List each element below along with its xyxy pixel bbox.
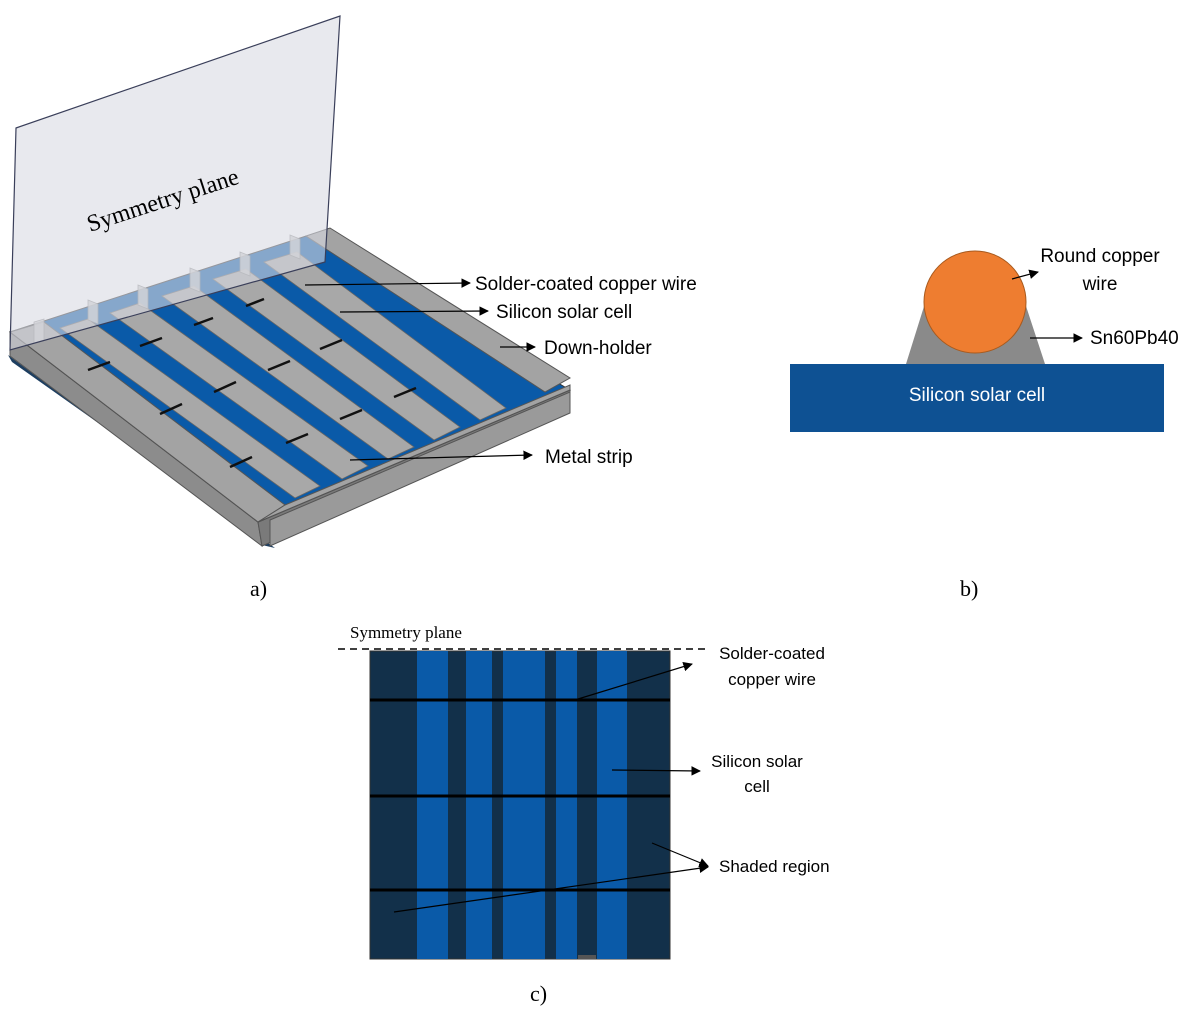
panel-b-cross-section: Silicon solar cell Round copper wire Sn6… xyxy=(790,246,1179,601)
cell-column xyxy=(417,651,448,959)
wire-lines xyxy=(370,698,670,892)
c-wire-label-line2: copper wire xyxy=(728,670,816,689)
substrate-silicon-cell xyxy=(790,364,1164,432)
copper-label-line2: wire xyxy=(1082,274,1118,295)
metal-strip-lines xyxy=(87,297,417,469)
cell-column xyxy=(597,651,627,959)
c-wire-label-line1: Solder-coated xyxy=(719,644,825,663)
strip-label: Metal strip xyxy=(545,447,633,468)
panel-c-symmetry-label: Symmetry plane xyxy=(350,623,462,642)
c-shaded-label: Shaded region xyxy=(719,857,830,876)
cell-label: Silicon solar cell xyxy=(496,302,632,323)
holder-label: Down-holder xyxy=(544,338,652,359)
strip-arrow xyxy=(349,450,533,461)
solder-label: Sn60Pb40 xyxy=(1090,328,1179,349)
bottom-tab xyxy=(578,955,596,959)
cell-columns xyxy=(417,651,627,959)
panel-b-cell-label: Silicon solar cell xyxy=(909,385,1045,406)
down-holder-bar xyxy=(269,391,571,547)
panel-b-caption: b) xyxy=(960,576,978,601)
wire-arrow xyxy=(304,278,471,288)
cell-column xyxy=(466,651,492,959)
frame-rail-front xyxy=(257,384,571,523)
c-cell-arrow xyxy=(611,766,701,776)
panel-c-top-view: Symmetry plane Solder-coated copper wire… xyxy=(338,623,830,1006)
panel-a-isometric-model: Symmetry plane Solder-coated copper wire… xyxy=(8,15,697,601)
copper-wire-circle xyxy=(923,250,1027,354)
symmetry-plane xyxy=(9,15,341,351)
c-shaded-arrow-2 xyxy=(393,863,709,913)
c-cell-label-line1: Silicon solar xyxy=(711,752,803,771)
copper-label-line1: Round copper xyxy=(1040,246,1160,267)
cell-column xyxy=(503,651,545,959)
panel-c-caption: c) xyxy=(530,981,547,1006)
cell-arrow xyxy=(339,306,489,316)
copper-arrow xyxy=(1011,269,1039,280)
c-wire-arrow xyxy=(577,661,693,700)
panel-a-caption: a) xyxy=(250,576,267,601)
wire-label: Solder-coated copper wire xyxy=(475,274,697,295)
c-cell-label-line2: cell xyxy=(744,777,770,796)
c-shaded-arrow-1 xyxy=(651,842,709,868)
cell-column xyxy=(556,651,577,959)
